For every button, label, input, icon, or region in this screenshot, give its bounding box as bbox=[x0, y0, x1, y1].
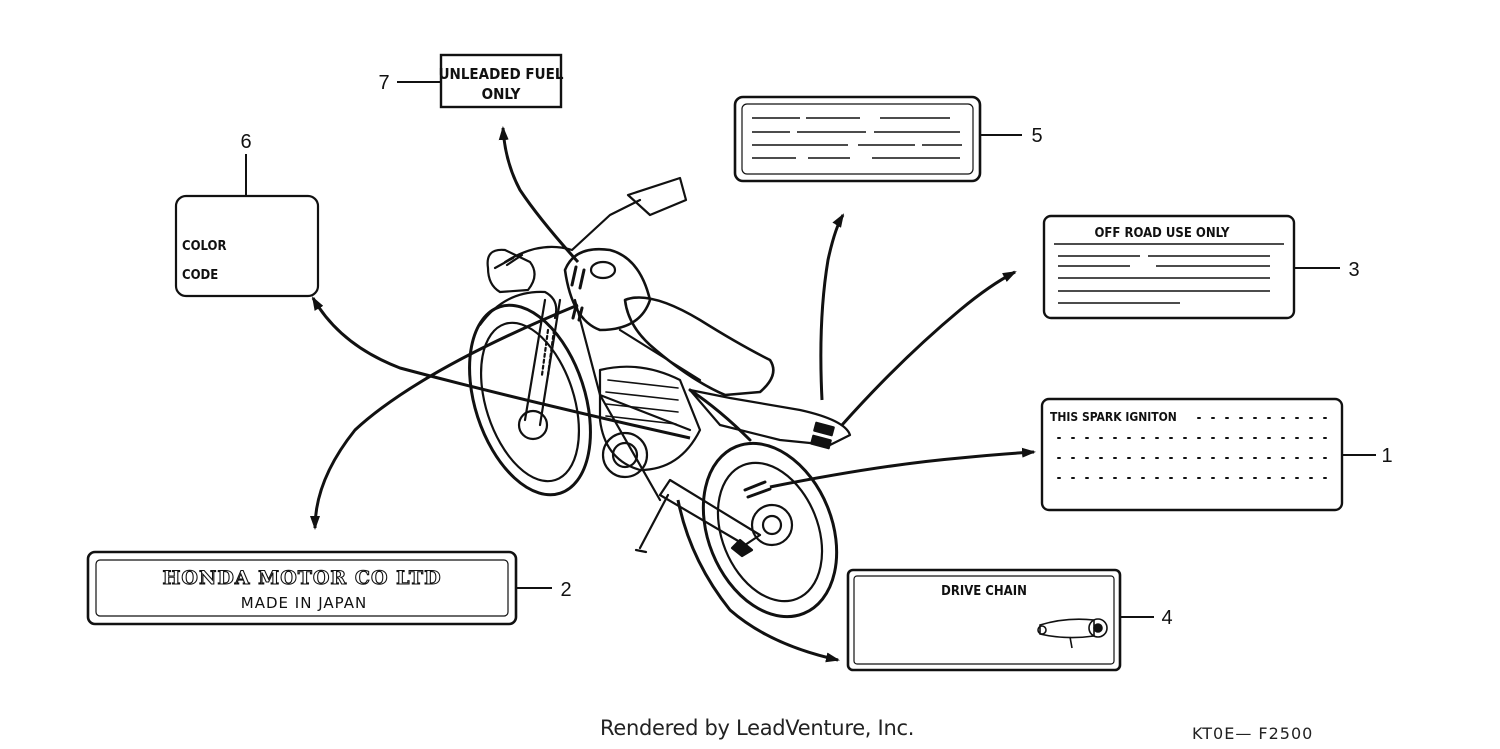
label-2-line2: MADE IN JAPAN bbox=[241, 594, 367, 612]
label-2-line1: HONDA MOTOR CO LTD bbox=[162, 567, 441, 589]
callout-number-6: 6 bbox=[240, 131, 251, 153]
callout-number-1: 1 bbox=[1381, 445, 1392, 467]
callout-number-4: 4 bbox=[1161, 607, 1172, 629]
callout-number-7: 7 bbox=[378, 72, 389, 94]
label-3: OFF ROAD USE ONLY 3 bbox=[1042, 214, 1360, 320]
label-4: DRIVE CHAIN 4 bbox=[846, 568, 1173, 672]
callout-number-5: 5 bbox=[1031, 125, 1042, 147]
arrow-label-3 bbox=[840, 270, 1017, 426]
label-4-title: DRIVE CHAIN bbox=[941, 584, 1027, 599]
render-credit: Rendered by LeadVenture, Inc. bbox=[600, 716, 915, 740]
label-1-dotted-lines bbox=[1057, 417, 1331, 479]
drive-chain-icon bbox=[1037, 618, 1108, 649]
arrow-label-5 bbox=[819, 213, 845, 401]
label-7-line1: UNLEADED FUEL bbox=[439, 65, 564, 83]
arrow-label-6 bbox=[311, 296, 691, 440]
label-5-text-lines bbox=[752, 117, 962, 159]
label-1-title: THIS SPARK IGNITON bbox=[1050, 410, 1177, 424]
callout-number-2: 2 bbox=[560, 579, 571, 601]
label-2: HONDA MOTOR CO LTD MADE IN JAPAN 2 bbox=[86, 550, 572, 626]
arrow-label-1 bbox=[769, 447, 1036, 489]
label-3-text-lines bbox=[1058, 255, 1270, 304]
arrow-label-2 bbox=[310, 303, 579, 530]
label-5: 5 bbox=[733, 95, 1043, 183]
arrow-label-7 bbox=[498, 126, 580, 264]
label-6: COLOR CODE 6 bbox=[174, 131, 320, 298]
label-3-title: OFF ROAD USE ONLY bbox=[1094, 226, 1230, 241]
arrow-label-4 bbox=[676, 499, 840, 663]
diagram-code: KT0E— F2500 bbox=[1192, 724, 1314, 743]
label-7: UNLEADED FUEL ONLY 7 bbox=[378, 53, 564, 109]
label-1: THIS SPARK IGNITON 1 bbox=[1040, 397, 1393, 512]
callout-number-3: 3 bbox=[1348, 259, 1359, 281]
label-6-line1: COLOR bbox=[182, 239, 226, 254]
leader-arrows bbox=[310, 126, 1036, 663]
label-6-line2: CODE bbox=[182, 268, 218, 283]
label-7-line2: ONLY bbox=[482, 85, 521, 103]
